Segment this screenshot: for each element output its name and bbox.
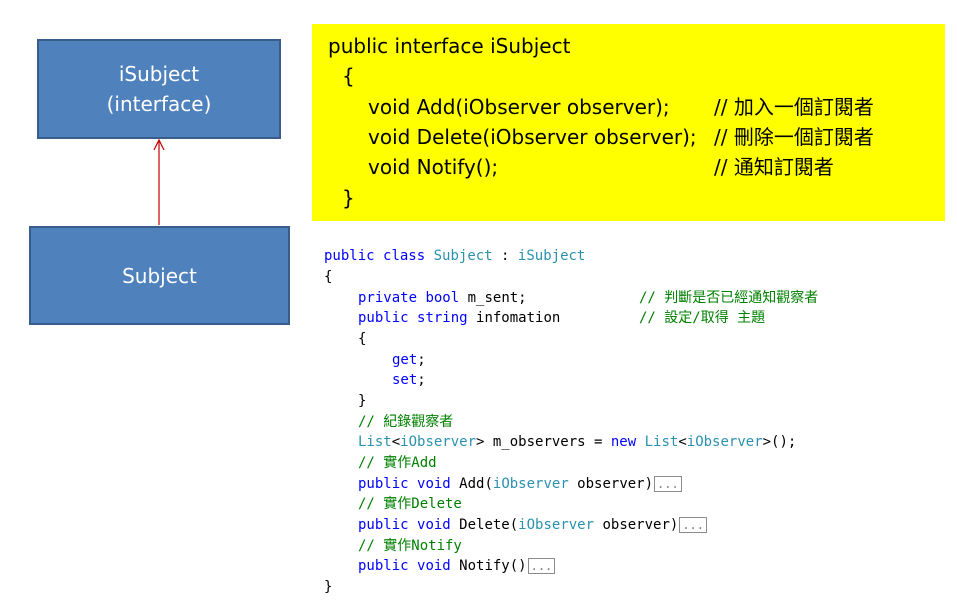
- code-line-class-decl: public class Subject : iSubject: [324, 248, 586, 264]
- code-comment-observers: // 紀錄觀察者: [358, 414, 454, 430]
- code-line-add-method: public void Add(iObserver observer)...: [358, 474, 682, 494]
- code-comment-add: // 實作Add: [358, 455, 437, 471]
- code-comment-m-sent: // 判斷是否已經通知觀察者: [639, 290, 819, 306]
- code-line-notify-method: public void Notify()...: [358, 556, 556, 576]
- arrow-head-icon: [153, 138, 165, 151]
- code-line-infomation: public string infomation: [358, 310, 561, 326]
- notify-comment: // 通知訂閱者: [714, 155, 834, 179]
- code-line-delete-method: public void Delete(iObserver observer)..…: [358, 515, 708, 535]
- code-line-prop-close: }: [358, 393, 367, 409]
- code-line-get: get;: [392, 352, 426, 368]
- code-line-m-sent: private bool m_sent;: [358, 290, 527, 306]
- isubject-box-name: iSubject: [118, 62, 200, 86]
- code-line-set: set;: [392, 372, 426, 388]
- code-line-observers-list: List<iObserver> m_observers = new List<i…: [358, 434, 797, 450]
- add-comment: // 加入一個訂閱者: [714, 95, 874, 119]
- isubject-box-stereotype: (interface): [106, 92, 212, 116]
- delete-signature: void Delete(iObserver observer);: [368, 125, 697, 149]
- subject-class-box: Subject: [29, 226, 290, 325]
- interface-code-panel: public interface iSubject { void Add(iOb…: [312, 24, 945, 221]
- interface-declaration: public interface iSubject: [328, 34, 571, 58]
- code-comment-delete: // 實作Delete: [358, 496, 462, 512]
- code-line-prop-open: {: [358, 331, 367, 347]
- delete-comment: // 刪除一個訂閱者: [714, 125, 874, 149]
- interface-close-brace: }: [342, 186, 355, 210]
- interface-open-brace: {: [342, 64, 355, 88]
- notify-collapsed-region-button[interactable]: ...: [527, 558, 556, 574]
- notify-signature: void Notify();: [368, 155, 499, 179]
- add-collapsed-region-button[interactable]: ...: [654, 476, 682, 492]
- delete-collapsed-region-button[interactable]: ...: [679, 517, 708, 533]
- code-line-open-brace: {: [324, 269, 333, 285]
- subject-class-code: public class Subject : iSubject { privat…: [324, 246, 944, 596]
- code-comment-notify: // 實作Notify: [358, 538, 462, 554]
- subject-box-name: Subject: [122, 263, 197, 288]
- code-line-close-brace: }: [324, 579, 333, 595]
- add-signature: void Add(iObserver observer);: [368, 95, 670, 119]
- code-comment-infomation: // 設定/取得 主題: [639, 310, 766, 326]
- isubject-interface-box: iSubject (interface): [37, 39, 281, 139]
